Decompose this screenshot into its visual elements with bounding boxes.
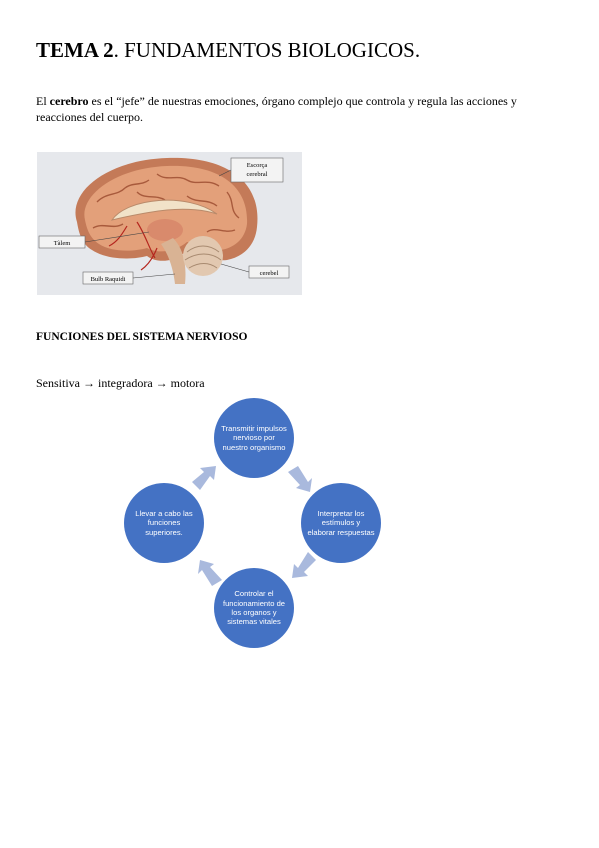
arrow-top-right bbox=[288, 466, 312, 492]
section-heading: FUNCIONES DEL SISTEMA NERVIOSO bbox=[36, 331, 248, 343]
arrow-bottom-left bbox=[198, 560, 222, 586]
node-transmitir-text: Transmitir impulsos nervioso por nuestro… bbox=[221, 423, 287, 452]
intro-bold: cerebro bbox=[49, 94, 89, 108]
node-llevar-text: Llevar a cabo las funciones superiores. bbox=[135, 508, 193, 537]
intro-paragraph: El cerebro es el “jefe” de nuestras emoc… bbox=[36, 93, 536, 125]
node-interpretar-text: Interpretar los estímulos y elaborar res… bbox=[307, 508, 375, 537]
function-flow: Sensitiva → integradora → motora bbox=[36, 376, 205, 391]
label-talem: Tàlem bbox=[54, 240, 71, 247]
intro-pre: El bbox=[36, 94, 50, 108]
flow-motora: motora bbox=[170, 376, 205, 390]
arrow-right-bottom bbox=[292, 552, 316, 578]
label-cerebel: cerebel bbox=[260, 270, 279, 277]
label-bulb: Bulb Raquidi bbox=[91, 276, 126, 283]
node-llevar: Llevar a cabo las funciones superiores. bbox=[124, 483, 204, 563]
flow-arrow-1: → bbox=[83, 376, 95, 390]
cycle-diagram: Transmitir impulsos nervioso por nuestro… bbox=[120, 392, 390, 654]
intro-post: es el “jefe” de nuestras emociones, órga… bbox=[36, 94, 517, 124]
node-controlar: Controlar el funcionamiento de los organ… bbox=[214, 568, 294, 648]
brain-image: Escorça cerebral Tàlem Bulb Raquidi cere… bbox=[37, 152, 302, 295]
title-bold: TEMA 2 bbox=[36, 38, 114, 62]
brain-illustration: Escorça cerebral Tàlem Bulb Raquidi cere… bbox=[37, 152, 302, 295]
label-escorca: Escorça bbox=[247, 162, 268, 169]
flow-arrow-2: → bbox=[155, 376, 168, 390]
title-rest: . FUNDAMENTOS BIOLOGICOS. bbox=[113, 38, 421, 62]
label-cerebral: cerebral bbox=[247, 171, 268, 178]
flow-sensitiva: Sensitiva bbox=[36, 376, 80, 390]
arrow-left-top bbox=[192, 466, 216, 490]
node-interpretar: Interpretar los estímulos y elaborar res… bbox=[301, 483, 381, 563]
node-controlar-text: Controlar el funcionamiento de los organ… bbox=[222, 589, 286, 627]
flow-integradora: integradora bbox=[98, 376, 153, 390]
cycle-arrows bbox=[192, 466, 316, 586]
node-transmitir: Transmitir impulsos nervioso por nuestro… bbox=[214, 398, 294, 478]
page-title: TEMA 2. FUNDAMENTOS BIOLOGICOS. bbox=[36, 38, 420, 62]
